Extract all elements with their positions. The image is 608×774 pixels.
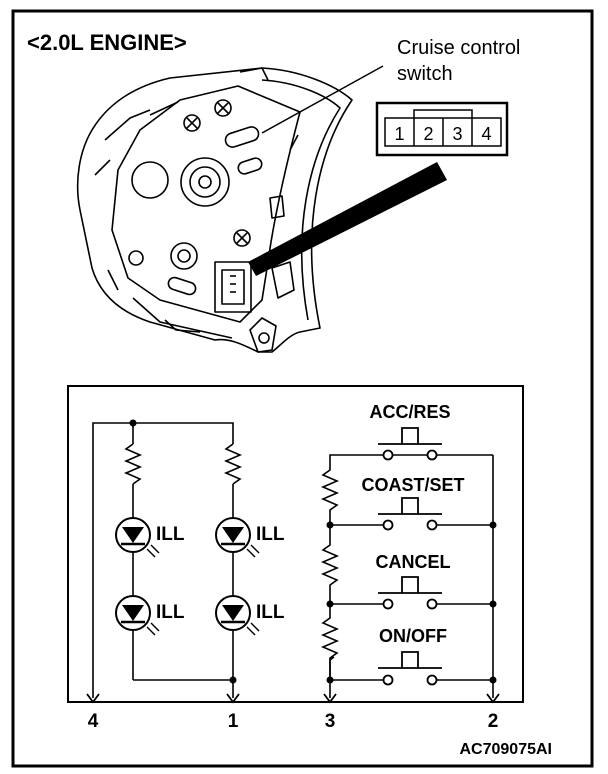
- junction-dot: [489, 676, 497, 684]
- connector-pin-2: 2: [423, 124, 433, 144]
- junction-dot: [129, 419, 137, 427]
- callout-label-line2: switch: [397, 63, 453, 85]
- outer-frame: [11, 9, 594, 768]
- junction-dot: [326, 600, 334, 608]
- terminal-label-3: 3: [325, 711, 336, 732]
- figure-code: AC709075AI: [460, 741, 553, 758]
- page-title: <2.0L ENGINE>: [27, 30, 187, 55]
- switch-label-cancel: CANCEL: [376, 552, 451, 572]
- led-icon: [115, 595, 160, 636]
- connector-pin-box: 1 2 3 4: [375, 101, 509, 157]
- callout-leader-line: [261, 65, 384, 134]
- switch-illustration: [76, 67, 353, 353]
- led-icon: [215, 517, 260, 558]
- junction-dot: [229, 676, 237, 684]
- led-icon: [215, 595, 260, 636]
- junction-dot: [326, 676, 334, 684]
- lamp-label: ILL: [256, 602, 285, 623]
- switch-label-coast-set: COAST/SET: [361, 475, 464, 495]
- switch-on-off: [378, 651, 442, 686]
- switch-acc-res: [378, 427, 442, 461]
- switch-cancel: [378, 576, 442, 610]
- switch-coast-set: [378, 497, 442, 531]
- callout-label-line1: Cruise control: [397, 37, 520, 59]
- connector-pin-1: 1: [394, 124, 404, 144]
- terminal-arrow: [86, 693, 500, 704]
- terminal-label-2: 2: [488, 711, 499, 732]
- terminal-label-1: 1: [228, 711, 239, 732]
- switch-label-on-off: ON/OFF: [379, 626, 447, 646]
- illumination-circuit: [92, 422, 243, 698]
- lamp-label: ILL: [156, 524, 185, 545]
- junction-dot: [489, 600, 497, 608]
- terminal-label-4: 4: [88, 711, 99, 732]
- junction-dot: [489, 521, 497, 529]
- junction-dot: [326, 521, 334, 529]
- schematic-frame: [67, 385, 524, 703]
- connector-pin-4: 4: [481, 124, 491, 144]
- led-icon: [115, 517, 160, 558]
- connector-pin-3: 3: [452, 124, 462, 144]
- lamp-label: ILL: [156, 602, 185, 623]
- lamp-label: ILL: [256, 524, 285, 545]
- switch-label-acc-res: ACC/RES: [369, 402, 450, 422]
- connector-pointer-wedge: [248, 162, 447, 276]
- switch-circuit: [320, 454, 494, 698]
